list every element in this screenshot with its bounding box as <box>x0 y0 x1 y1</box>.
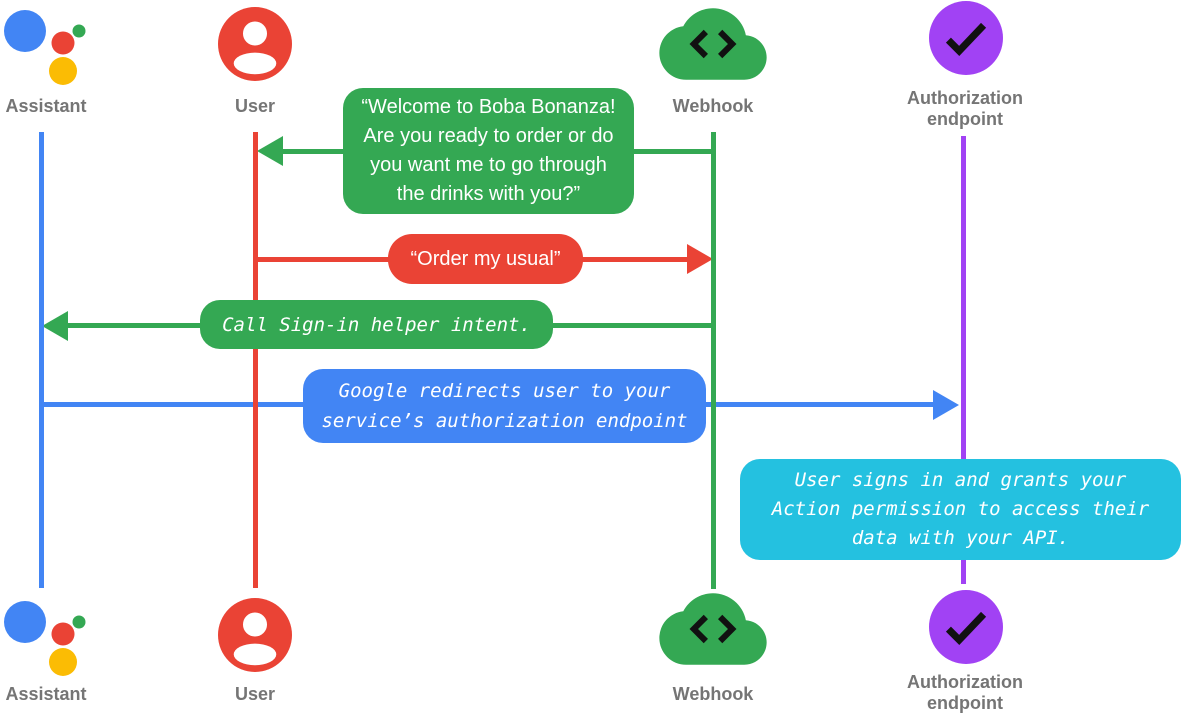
google-assistant-icon <box>4 7 89 92</box>
welcome-message-bubble: “Welcome to Boba Bonanza! Are you ready … <box>343 88 634 214</box>
assistant-label: Assistant <box>5 684 87 704</box>
signin-arrow-line <box>551 323 713 328</box>
webhook-cloud-icon <box>659 6 767 87</box>
grant-note-bubble: User signs in and grants your Action per… <box>740 459 1181 560</box>
user-account-icon <box>218 598 292 677</box>
order-arrow-line <box>579 257 689 262</box>
signin-helper-bubble: Call Sign-in helper intent. <box>200 300 553 349</box>
authorization-endpoint-label: Authorization endpoint <box>907 88 1023 129</box>
arrowhead-right-icon <box>933 390 959 420</box>
arrowhead-right-icon <box>687 244 713 274</box>
signin-arrow-line <box>66 323 202 328</box>
assistant-lifeline <box>39 132 44 588</box>
welcome-arrow-line <box>281 149 345 154</box>
google-assistant-icon <box>4 598 89 683</box>
redirect-arrow-line <box>41 402 305 407</box>
webhook-lifeline <box>711 132 716 589</box>
authorization-check-icon <box>929 1 1003 80</box>
arrowhead-left-icon <box>42 311 68 341</box>
user-lifeline <box>253 132 258 588</box>
webhook-cloud-icon <box>659 591 767 672</box>
user-account-icon <box>218 7 292 86</box>
order-message-bubble: “Order my usual” <box>388 234 583 284</box>
user-label: User <box>234 96 276 116</box>
authorization-endpoint-label: Authorization endpoint <box>907 672 1023 713</box>
redirect-arrow-line <box>704 402 935 407</box>
order-arrow-line <box>255 257 392 262</box>
authorization-endpoint-lifeline <box>961 136 966 584</box>
webhook-label: Webhook <box>672 684 754 704</box>
authorization-check-icon <box>929 590 1003 669</box>
assistant-label: Assistant <box>5 96 87 116</box>
redirect-message-bubble: Google redirects user to your service’s … <box>303 369 706 443</box>
welcome-arrow-line <box>631 149 713 154</box>
arrowhead-left-icon <box>257 136 283 166</box>
webhook-label: Webhook <box>672 96 754 116</box>
user-label: User <box>234 684 276 704</box>
